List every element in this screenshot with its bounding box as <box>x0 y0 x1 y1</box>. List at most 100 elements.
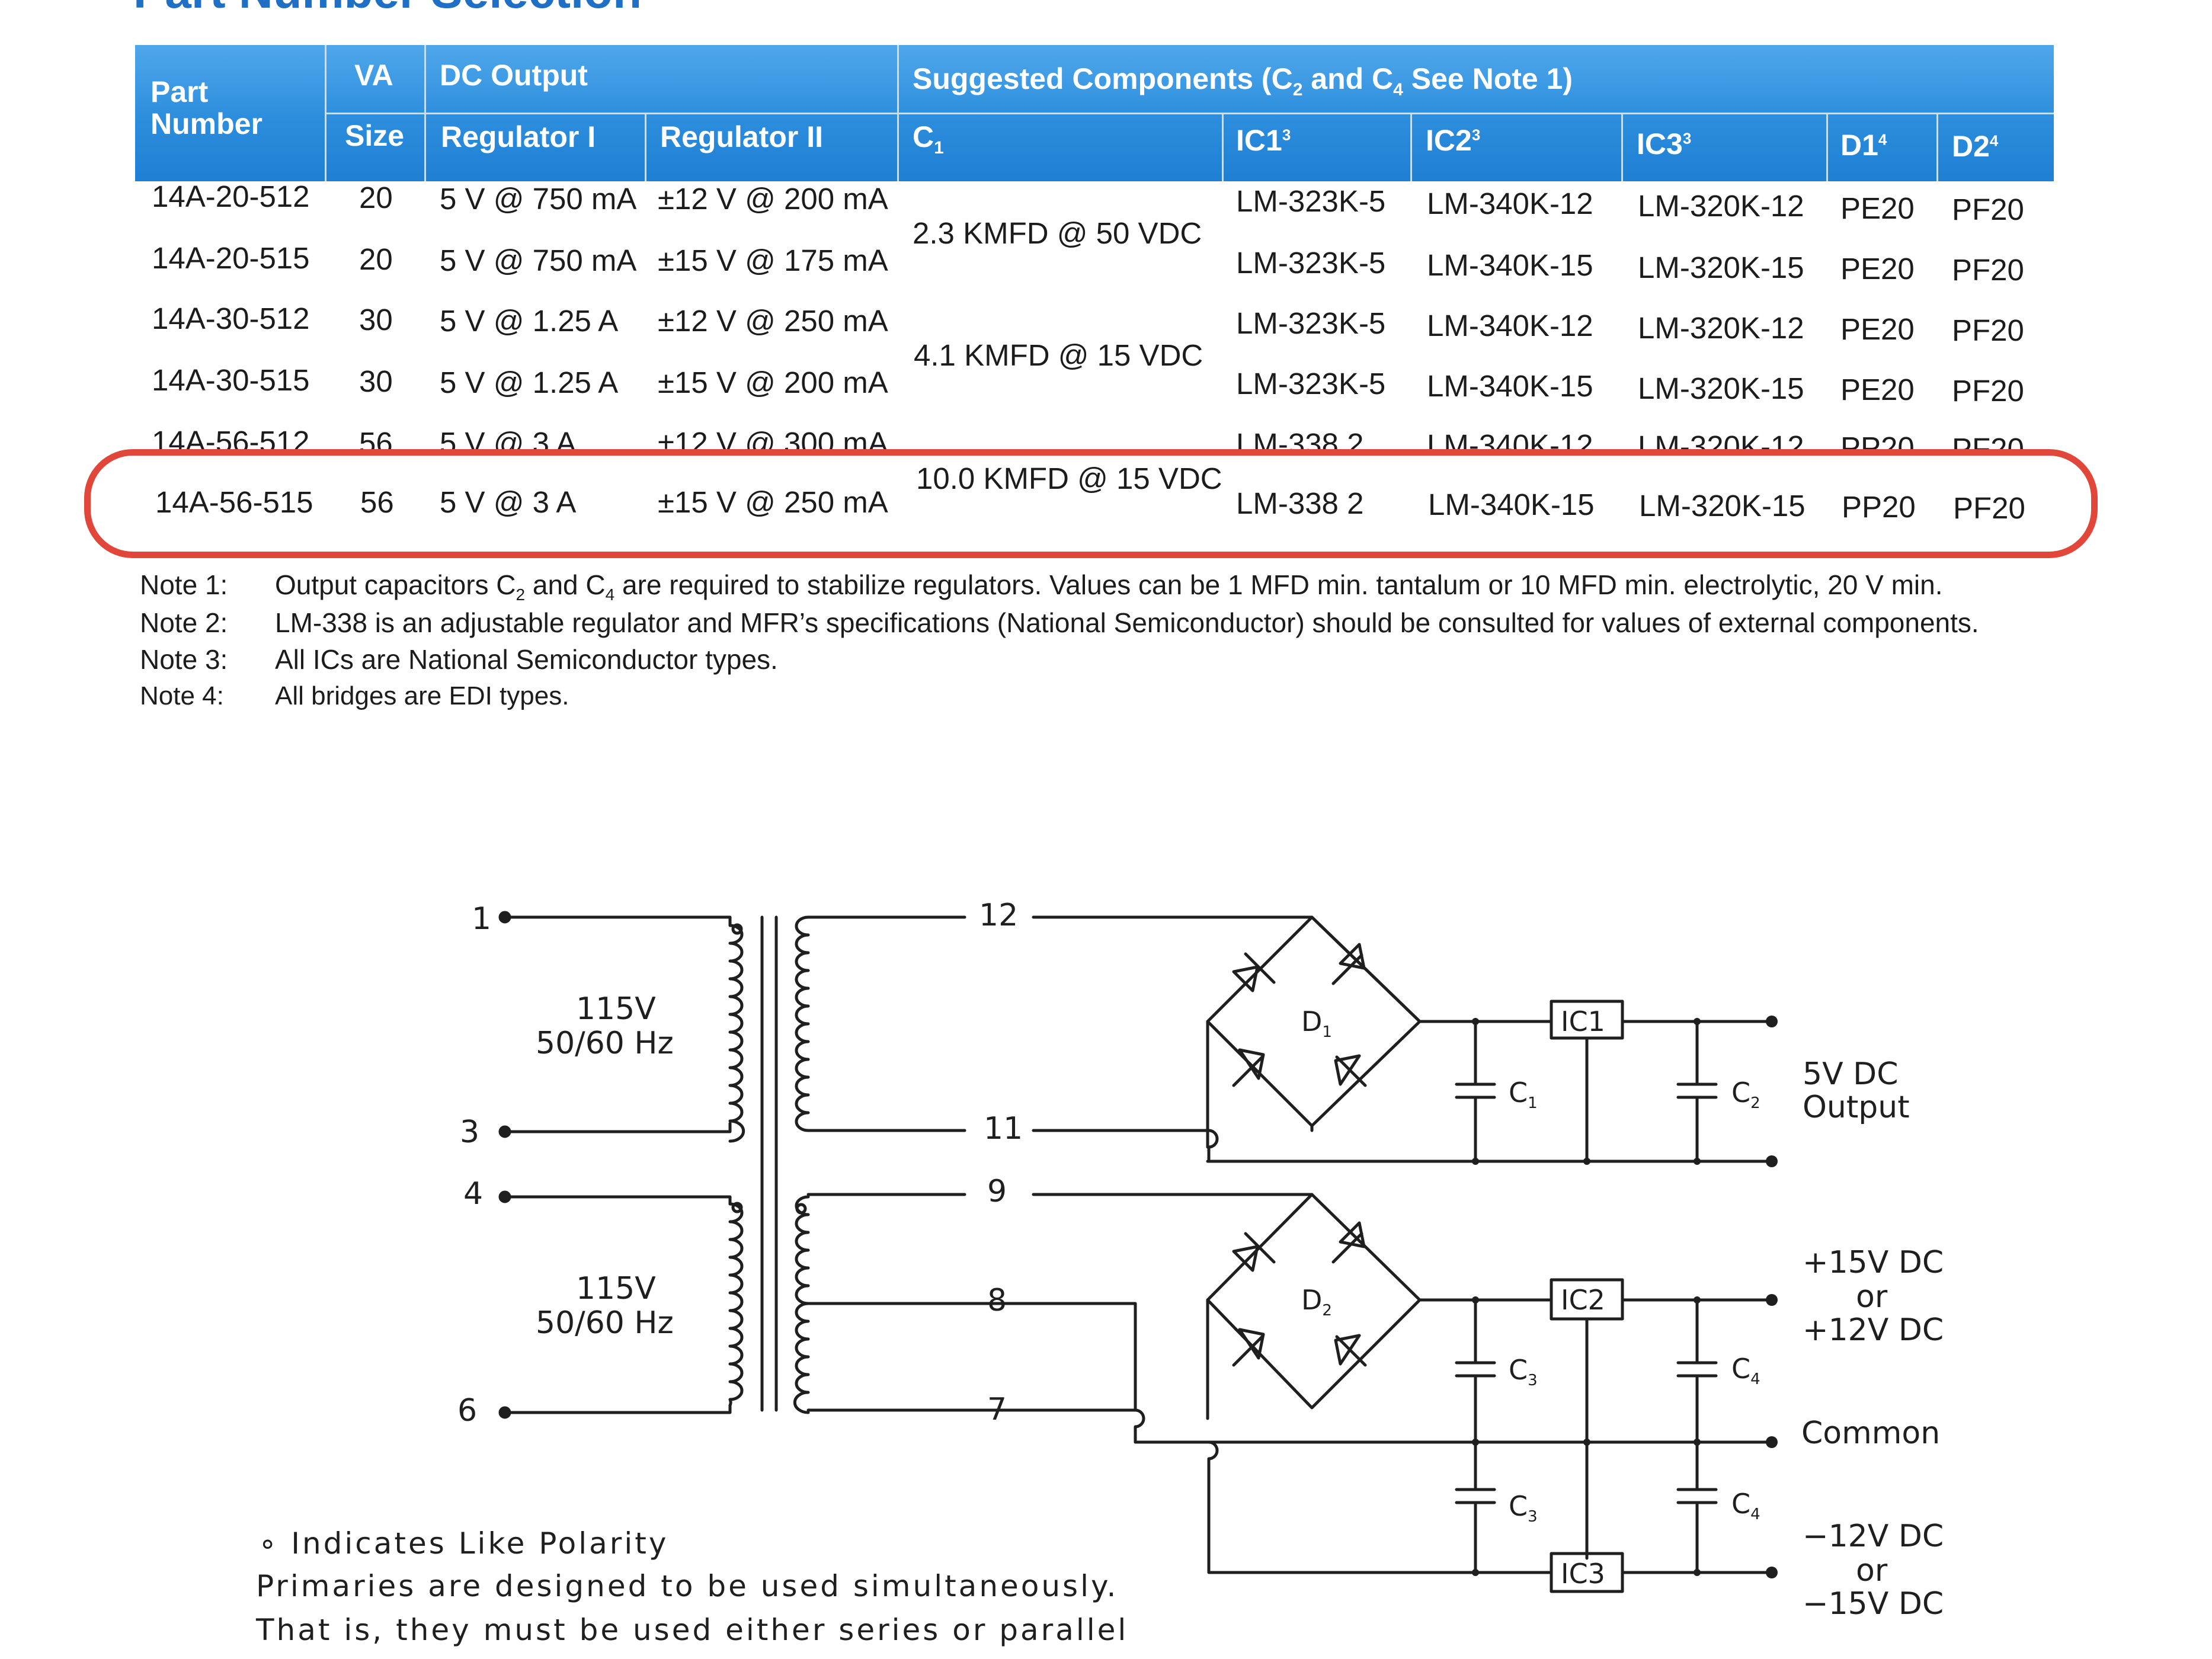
junction-dot <box>1694 1018 1701 1025</box>
primary-voltage-label: 115V <box>576 991 656 1027</box>
header-divider <box>1621 113 1623 181</box>
header-c1: C1 <box>913 120 944 158</box>
table-cell-ic2: LM-340K-15 <box>1427 248 1593 282</box>
secondary-coil-lower <box>793 1195 810 1414</box>
header-divider <box>645 113 646 181</box>
table-cell-ic1: LM-323K-5 <box>1236 306 1386 340</box>
header-divider <box>1936 113 1938 181</box>
capacitor-c3 <box>1455 1298 1496 1444</box>
highlight-annotation <box>84 449 2098 558</box>
table-cell-va: 20 <box>359 242 393 276</box>
table-cell-d2: PF20 <box>1952 193 2024 226</box>
cap-label: C4 <box>1731 1353 1760 1388</box>
ic3-label: IC3 <box>1561 1558 1605 1590</box>
header-ic3: IC33 <box>1637 127 1692 161</box>
wire <box>1032 1129 1774 1163</box>
table-cell-va: 56 <box>359 426 393 450</box>
table-cell-ic3: LM-320K-15 <box>1638 371 1804 405</box>
table-cell-reg2: ±15 V @ 200 mA <box>658 366 888 399</box>
output-terminal <box>1766 1436 1778 1448</box>
junction-dot <box>1694 1439 1701 1446</box>
header-d2: D24 <box>1952 130 1999 163</box>
table-cell-part: 14A-30-512 <box>152 302 310 335</box>
table-cell-reg2: ±12 V @ 200 mA <box>658 182 888 216</box>
table-cell-ic1: LM-338 2 <box>1236 427 1364 450</box>
header-regulator-2: Regulator II <box>660 120 824 153</box>
pin-label: 1 <box>472 901 491 937</box>
table-cell-d2: PF20 <box>1952 253 2024 287</box>
pin-label: 7 <box>987 1392 1007 1427</box>
diode-icon <box>1334 1054 1367 1087</box>
header-dc-output: DC Output <box>440 59 588 92</box>
header-ic2: IC23 <box>1426 124 1481 157</box>
header-size: Size <box>345 119 405 152</box>
bridge-label-d1: D1 <box>1301 1005 1332 1041</box>
wire <box>806 1302 1137 1412</box>
polarity-dot <box>731 923 743 935</box>
diode-icon <box>1331 1221 1366 1264</box>
output-5v-label: 5V DC <box>1803 1056 1899 1092</box>
capacitor-c2 <box>1676 1020 1718 1163</box>
table-cell-ic1: LM-323K-5 <box>1236 246 1386 280</box>
header-divider <box>1826 113 1828 181</box>
junction-dot <box>1472 1439 1479 1446</box>
note-key: Note 1: <box>140 569 228 600</box>
junction-dot <box>1694 1158 1701 1165</box>
header-suggested-components: Suggested Components (C2 and C4 See Note… <box>913 62 1573 100</box>
pin-label: 4 <box>463 1176 483 1212</box>
pin-label: 3 <box>460 1114 479 1150</box>
table-cell-ic2: LM-340K-12 <box>1427 187 1593 220</box>
note-text: All ICs are National Semiconductor types… <box>275 644 778 675</box>
table-cell-d1: PE20 <box>1840 312 1915 346</box>
junction-dot <box>1472 1569 1479 1576</box>
table-cell-d2: PF20 <box>1953 491 2025 525</box>
table-cell-reg2: ±15 V @ 175 mA <box>658 244 888 277</box>
c1-group-value: 4.1 KMFD @ 15 VDC <box>914 338 1203 372</box>
wire <box>503 1195 732 1206</box>
table-row-clipped: 14A-56-512 56 5 V @ 3 A ±12 V @ 300 mA L… <box>119 424 2056 450</box>
note-key: Note 3: <box>140 644 228 675</box>
diode-icon <box>1334 1334 1367 1367</box>
table-cell-ic3: LM-320K-12 <box>1638 430 1804 450</box>
junction-dot <box>1694 1569 1701 1576</box>
table-cell-ic2: LM-340K-15 <box>1428 488 1595 521</box>
output-pos-label: +12V DC <box>1803 1312 1944 1348</box>
junction-dot <box>1472 1158 1479 1165</box>
table-cell-va: 30 <box>359 364 393 398</box>
table-cell-reg1: 5 V @ 3 A <box>440 426 577 450</box>
output-terminal <box>1766 1016 1778 1027</box>
table-cell-d1: PP20 <box>1840 431 1915 450</box>
wire <box>806 1408 1553 1574</box>
table-cell-va: 30 <box>359 303 393 337</box>
table-cell-ic1: LM-323K-5 <box>1236 184 1386 218</box>
primary-voltage-label: 115V <box>576 1271 656 1306</box>
legend-series-parallel: That is, they must be used either series… <box>256 1613 1129 1647</box>
table-cell-reg2: ±12 V @ 250 mA <box>658 304 888 338</box>
table-cell-reg1: 5 V @ 1.25 A <box>440 366 619 399</box>
table-cell-reg1: 5 V @ 1.25 A <box>440 304 619 338</box>
wire <box>503 915 732 927</box>
table-cell-part: 14A-20-512 <box>152 180 310 213</box>
output-terminal <box>1766 1567 1778 1578</box>
part-number-table: Part Number Selection Part Number VA Siz… <box>0 0 2212 710</box>
header-divider <box>1410 113 1412 181</box>
bridge-label-d2: D2 <box>1301 1284 1332 1319</box>
table-cell-ic3: LM-320K-15 <box>1638 251 1804 284</box>
table-cell-part: 14A-56-512 <box>152 425 310 450</box>
header-part: Part <box>151 75 209 108</box>
junction-dot <box>1472 1018 1479 1025</box>
table-cell-part: 14A-20-515 <box>152 241 310 275</box>
note-text: LM-338 is an adjustable regulator and MF… <box>275 607 1979 638</box>
table-cell-reg1: 5 V @ 750 mA <box>440 244 637 277</box>
bridge-d2 <box>1206 1193 1422 1410</box>
primary-frequency-label: 50/60 Hz <box>536 1026 674 1061</box>
primary-frequency-label: 50/60 Hz <box>536 1305 674 1341</box>
table-cell-d1: PP20 <box>1842 490 1916 524</box>
header-number: Number <box>151 107 263 140</box>
header-ic1: IC13 <box>1236 124 1291 157</box>
note-text: All bridges are EDI types. <box>275 681 569 710</box>
capacitor-c3 <box>1455 1440 1496 1574</box>
capacitor-c1 <box>1455 1020 1496 1163</box>
table-cell-reg1: 5 V @ 750 mA <box>440 182 637 216</box>
